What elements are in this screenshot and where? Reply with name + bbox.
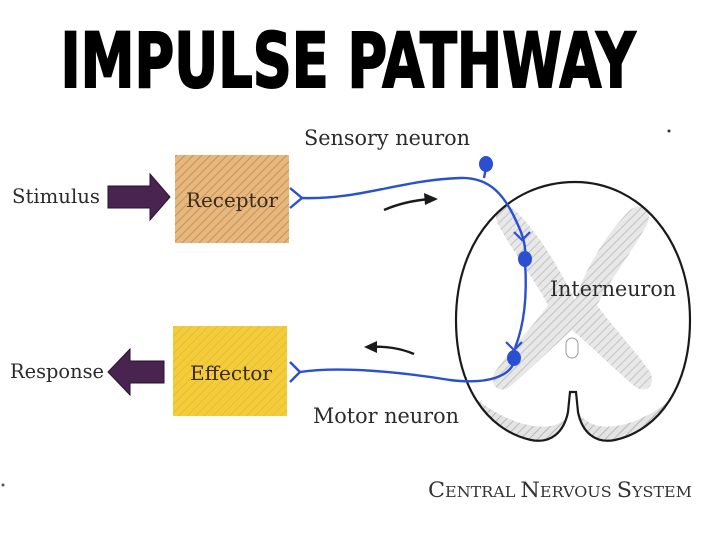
cns-caption-s: S: [617, 478, 632, 502]
cns-caption-c: C: [428, 478, 445, 502]
sensory-dendrite-fork: [289, 187, 304, 209]
motor-cell-body: [507, 350, 521, 366]
interneuron-cell-body: [518, 251, 532, 267]
sensory-neuron-label: Sensory neuron: [304, 126, 470, 150]
stimulus-label: Stimulus: [12, 184, 100, 208]
scan-speck: [667, 129, 671, 133]
response-group: Response: [10, 347, 165, 397]
scan-speck: [1, 483, 5, 487]
motor-direction-arrow: [364, 341, 415, 356]
sensory-synapse: [513, 231, 531, 242]
motor-terminal-fork: [289, 361, 301, 383]
cns-caption-entral: ENTRAL: [445, 483, 515, 501]
cns-caption-n: N: [520, 478, 540, 502]
effector-box: Effector: [173, 326, 287, 416]
central-canal: [565, 337, 579, 359]
page-title-text: IMPULSE PATHWAY: [61, 16, 637, 100]
receptor-box: Receptor: [175, 155, 289, 243]
receptor-label: Receptor: [186, 188, 278, 212]
motor-axon: [299, 361, 516, 383]
response-label: Response: [10, 359, 104, 383]
interneuron-label: Interneuron: [550, 277, 676, 301]
sensory-cell-body: [479, 156, 493, 172]
page-title: IMPULSE PATHWAY: [60, 15, 638, 100]
cns-caption: CENTRAL NERVOUS SYSTEM: [428, 478, 692, 502]
motor-neuron-label: Motor neuron: [313, 404, 459, 428]
receptor-rect: [175, 155, 289, 243]
interneuron-axon: [513, 261, 528, 349]
grey-matter: [492, 206, 653, 390]
interneuron: [513, 261, 528, 349]
sensory-direction-arrow: [383, 193, 438, 212]
stimulus-group: Stimulus: [12, 172, 171, 222]
impulse-pathway-diagram: Stimulus Receptor Response Effector Inte…: [1, 126, 692, 502]
stimulus-arrow: [107, 172, 171, 222]
effector-rect: [173, 326, 287, 416]
response-arrow: [107, 347, 165, 397]
effector-label: Effector: [190, 361, 272, 385]
cns-caption-ystem: YSTEM: [631, 483, 692, 501]
sensory-neuron: [289, 167, 527, 263]
cns-caption-ervous: ERVOUS: [540, 483, 612, 501]
motor-neuron: [289, 361, 516, 383]
white-matter-shadow: [456, 360, 690, 441]
spinal-cord: [454, 180, 692, 442]
spinal-cord-outline: [454, 180, 692, 442]
